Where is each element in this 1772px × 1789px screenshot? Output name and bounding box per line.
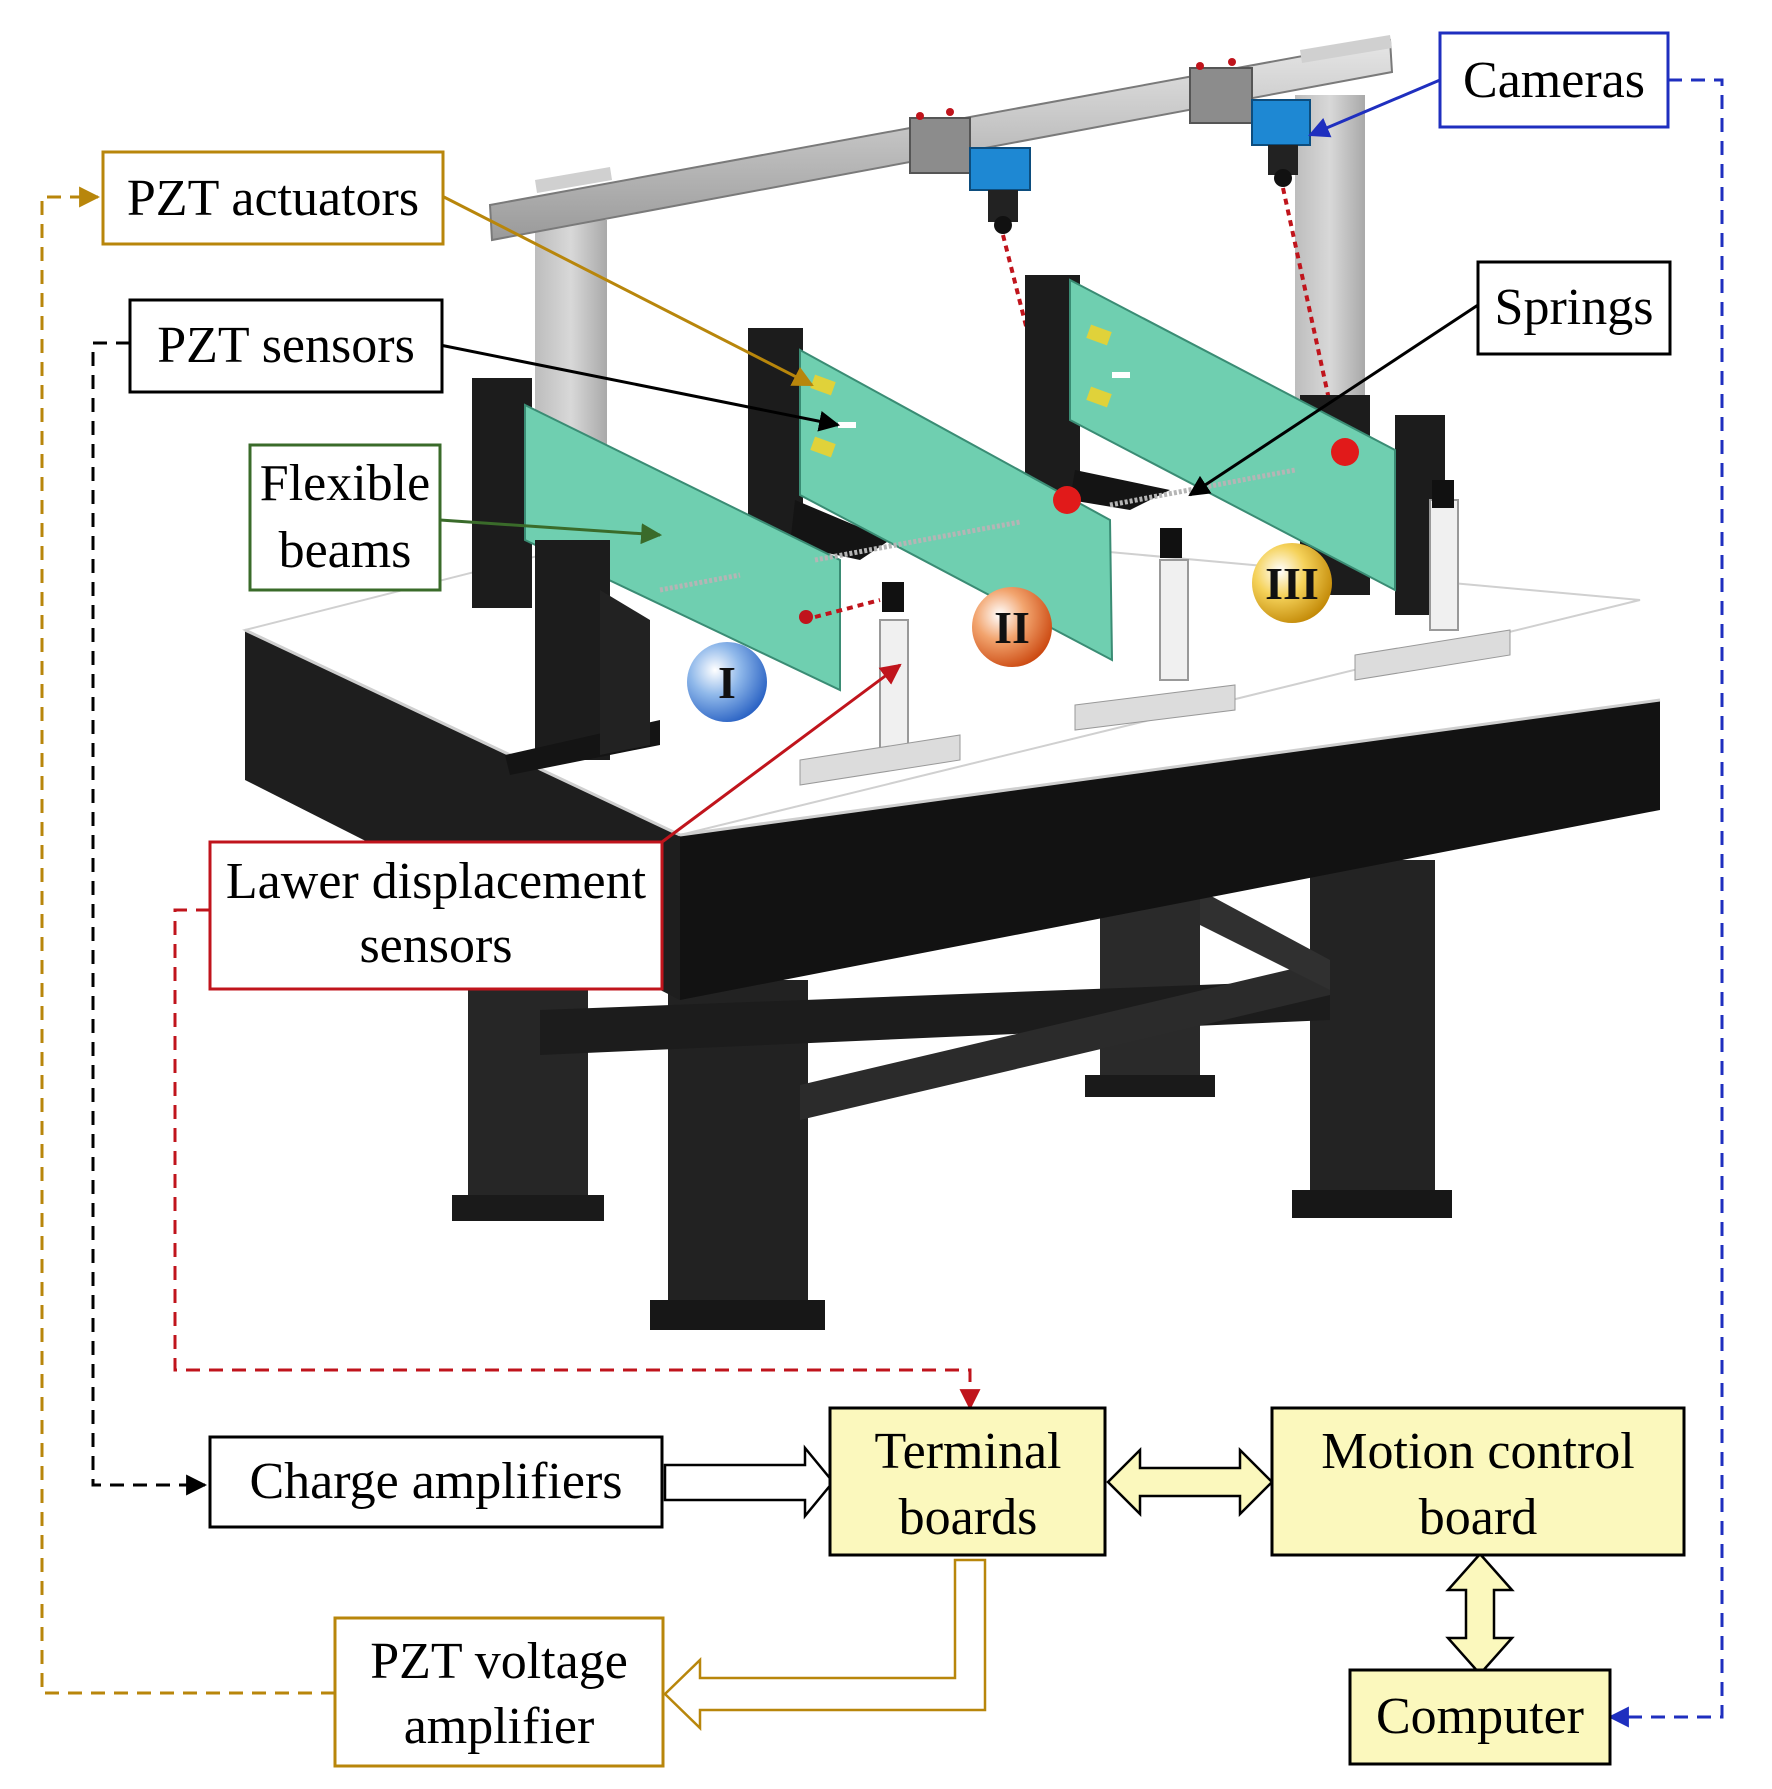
flexible-beam-III [1069, 278, 1396, 592]
table-leg-front-right [1310, 860, 1435, 1205]
svg-text:boards: boards [899, 1489, 1038, 1546]
label-cameras: Cameras [1438, 31, 1670, 129]
label-pzt-sensors: PZT sensors [128, 298, 444, 394]
clamp-block [472, 378, 532, 608]
svg-text:Terminal: Terminal [875, 1423, 1062, 1480]
springs-leader [1188, 303, 1479, 497]
box-computer: Computer [1348, 1668, 1612, 1766]
camera-left [909, 108, 1031, 234]
svg-text:PZT actuators: PZT actuators [127, 170, 419, 227]
camera-target [1331, 438, 1359, 466]
sensors-leader [439, 343, 841, 432]
svg-text:Lawer displacement: Lawer displacement [226, 853, 647, 910]
laser-sensor-stand [799, 582, 961, 786]
camera-right [1189, 58, 1311, 187]
pzt-patch [810, 436, 836, 458]
beam-assembly: I II III [472, 275, 1511, 786]
camera-target [1053, 486, 1081, 514]
svg-text:Cameras: Cameras [1463, 52, 1645, 109]
actuators-leader [439, 193, 814, 387]
box-terminal-boards: Terminal boards [828, 1406, 1107, 1557]
spring [1109, 467, 1296, 508]
terminal-to-pzt-amp-arrow [663, 1558, 987, 1731]
laser-signal-line [173, 908, 981, 1411]
sensor-signal-line [91, 341, 208, 1496]
spring [659, 572, 741, 593]
laser-sensor-stand [1354, 480, 1511, 681]
flexible-beam-I [524, 403, 841, 692]
pzt-patch [1086, 386, 1112, 408]
label-laser-sensors: Lawer displacement sensors [208, 840, 664, 991]
svg-text:Motion control: Motion control [1321, 1423, 1634, 1480]
cameras-leader [1308, 78, 1441, 138]
beams-leader [439, 518, 663, 545]
beam-marker-II: II [972, 587, 1052, 667]
table-right-face [680, 700, 1660, 1000]
pzt-patch [1086, 324, 1112, 346]
svg-text:sensors: sensors [359, 917, 512, 974]
svg-text:Springs: Springs [1495, 279, 1654, 336]
actuator-signal-line [40, 186, 335, 1695]
svg-text:beams: beams [279, 522, 412, 579]
svg-text:PZT sensors: PZT sensors [157, 317, 415, 374]
box-motion-control-board: Motion control board [1270, 1406, 1686, 1557]
charge-to-terminal-arrow [663, 1444, 835, 1520]
pzt-patch [810, 374, 836, 396]
beam-marker-III: III [1252, 543, 1332, 623]
beam-marker-label: II [994, 602, 1030, 653]
laser-sensor-stand [1074, 528, 1236, 731]
label-pzt-actuators: PZT actuators [101, 150, 445, 246]
clamp-block [748, 328, 803, 543]
label-flexible-beams: Flexible beams [248, 443, 442, 592]
svg-text:board: board [1419, 1489, 1537, 1546]
box-charge-amplifiers: Charge amplifiers [208, 1435, 664, 1529]
svg-text:Charge amplifiers: Charge amplifiers [249, 1453, 622, 1510]
camera-signal-line [1607, 78, 1724, 1728]
beam-marker-I: I [687, 642, 767, 722]
motion-computer-arrow [1445, 1552, 1515, 1676]
laser-leader [661, 663, 902, 844]
flexible-beam-II [799, 348, 1114, 662]
label-springs: Springs [1476, 260, 1672, 356]
terminal-motion-arrow [1106, 1446, 1274, 1518]
clamp-block [535, 540, 610, 760]
beam-marker-label: III [1265, 558, 1319, 609]
beam-marker-label: I [718, 657, 736, 708]
svg-text:amplifier: amplifier [404, 1698, 595, 1755]
svg-text:Computer: Computer [1376, 1688, 1584, 1745]
svg-text:Flexible: Flexible [260, 455, 430, 512]
laser-spot [799, 610, 813, 624]
box-pzt-voltage-amplifier: PZT voltage amplifier [333, 1616, 665, 1768]
svg-text:PZT voltage: PZT voltage [370, 1633, 628, 1690]
